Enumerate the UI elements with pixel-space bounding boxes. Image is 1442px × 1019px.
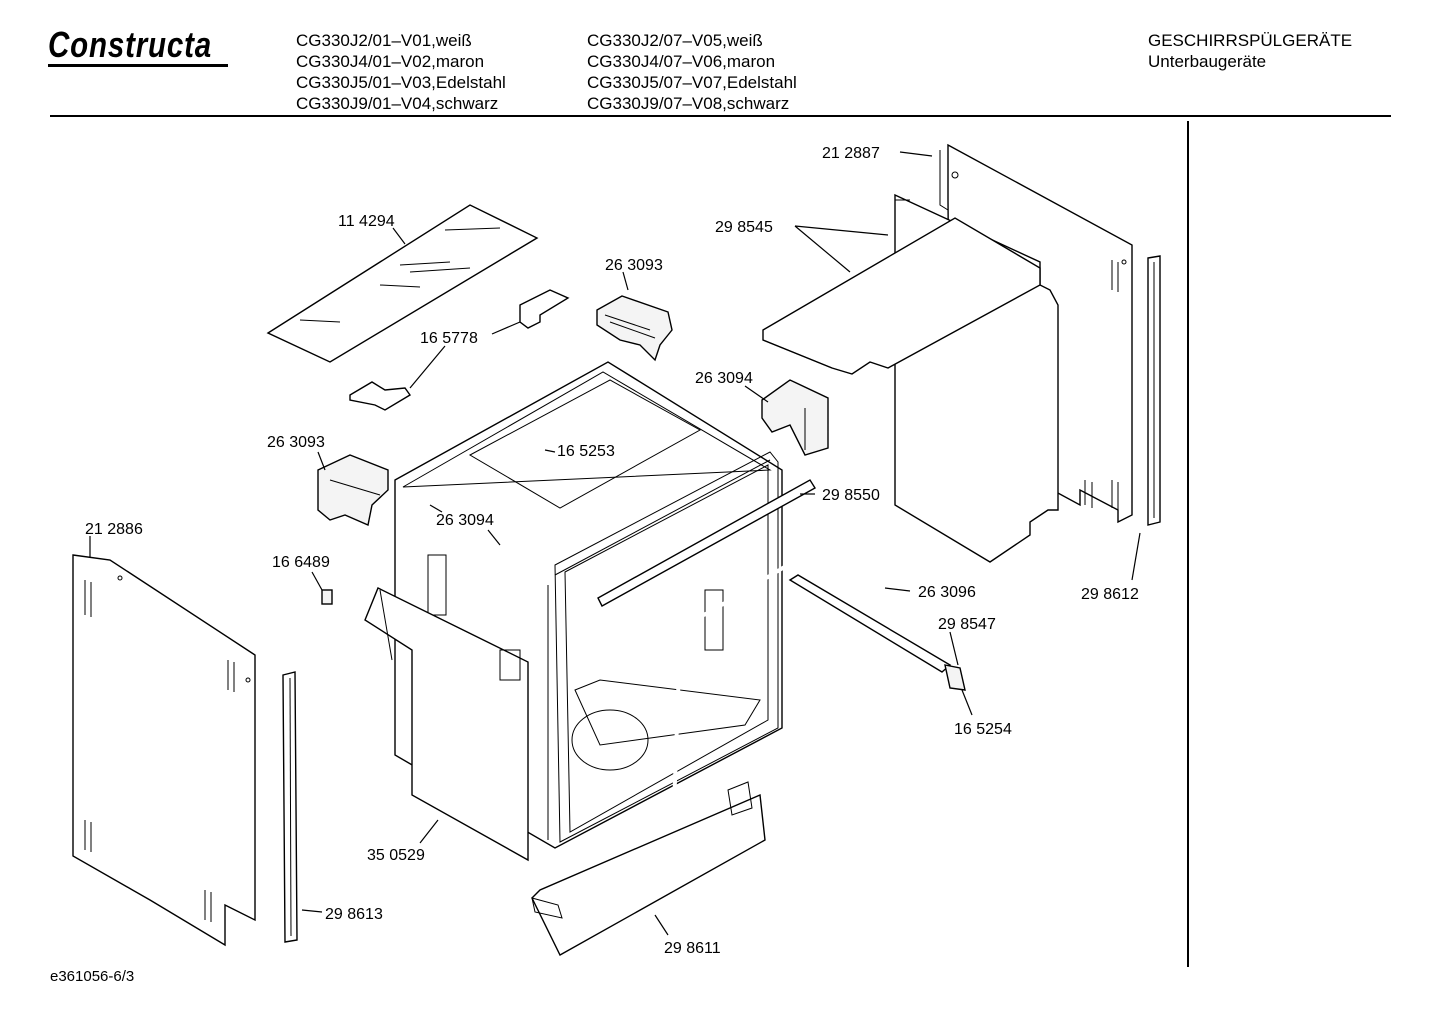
bracket-upper-shape [519, 289, 570, 329]
model-entry: CG330J2/01–V01,weiß [296, 31, 472, 50]
category-subtitle: Unterbaugeräte [1148, 52, 1267, 71]
label-26-3093-left: 26 3093 [267, 434, 325, 451]
label-29-8612: 29 8612 [1081, 586, 1139, 603]
left-trim-strip-shape [282, 671, 298, 943]
label-26-3094-right: 26 3094 [695, 370, 753, 387]
label-29-8613: 29 8613 [325, 906, 383, 923]
label-16-5254: 16 5254 [954, 721, 1012, 738]
bracket-lower-shape [349, 381, 412, 411]
model-entry: CG330J9/01–V04,schwarz [296, 94, 499, 113]
label-16-5253: 16 5253 [557, 443, 615, 460]
label-26-3094-left: 26 3094 [436, 512, 494, 529]
model-list-left: CG330J2/01–V01,weiß CG330J4/01–V02,maron… [296, 30, 506, 114]
label-21-2886: 21 2886 [85, 521, 143, 538]
logo-underline [48, 64, 228, 67]
side-panel-left-shape [72, 554, 256, 947]
door-seal-frame-shape [554, 451, 779, 843]
hose-loop-shape [668, 517, 885, 921]
leader-lines [89, 151, 1141, 936]
top-plate-shape [762, 217, 1041, 375]
kickplate-shape [531, 781, 766, 956]
model-entry: CG330J9/07–V08,schwarz [587, 94, 790, 113]
label-16-5778: 16 5778 [420, 330, 478, 347]
model-entry: CG330J5/01–V03,Edelstahl [296, 73, 506, 92]
label-29-8547: 29 8547 [938, 616, 996, 633]
label-21-2887: 21 2887 [822, 145, 880, 162]
model-entry: CG330J4/07–V06,maron [587, 52, 776, 71]
label-29-8611: 29 8611 [664, 940, 721, 957]
model-list-right: CG330J2/07–V05,weiß CG330J4/07–V06,maron… [587, 30, 797, 114]
clip-right-shape [761, 379, 829, 456]
label-29-8545: 29 8545 [715, 219, 773, 236]
small-clip-shape [321, 589, 333, 605]
document-number: e361056-6/3 [50, 968, 135, 985]
label-26-3093-upper: 26 3093 [605, 257, 663, 274]
part-labels: 21 2887 29 8545 11 4294 26 3093 16 5778 … [85, 145, 1139, 957]
right-margin-divider [1187, 121, 1189, 967]
label-35-0529: 35 0529 [367, 847, 425, 864]
model-entry: CG330J5/07–V07,Edelstahl [587, 73, 797, 92]
clip-left-shape [317, 454, 389, 526]
front-panel-shape [364, 587, 529, 862]
foil-sheet-shape [266, 204, 539, 363]
strut-bar-shape [597, 479, 816, 607]
rail-bar-shape [788, 574, 966, 691]
clip-upper-shape [596, 295, 673, 362]
header-divider [50, 115, 1391, 117]
label-11-4294: 11 4294 [338, 213, 395, 230]
label-29-8550: 29 8550 [822, 487, 880, 504]
right-trim-strip-shape [1147, 255, 1161, 526]
label-16-6489: 16 6489 [272, 554, 330, 571]
category-title: GESCHIRRSPÜLGERÄTE [1148, 31, 1353, 50]
category-block: GESCHIRRSPÜLGERÄTE Unterbaugeräte [1148, 30, 1352, 72]
model-entry: CG330J4/01–V02,maron [296, 52, 485, 71]
model-entry: CG330J2/07–V05,weiß [587, 31, 763, 50]
brand-logo: Constructa [48, 24, 213, 65]
label-26-3096: 26 3096 [918, 584, 976, 601]
